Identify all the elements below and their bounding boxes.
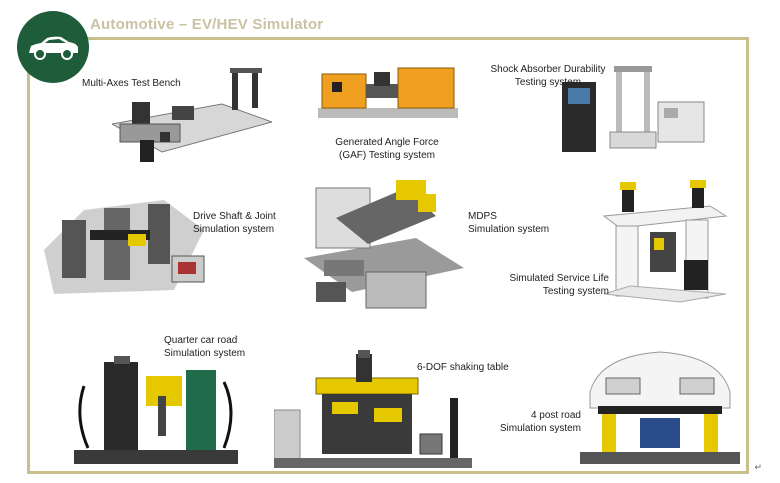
label-mdps-line1: MDPS — [468, 211, 497, 222]
label-gaf: Generated Angle Force (GAF) Testing syst… — [332, 136, 442, 162]
multi-axes-bench-image — [112, 68, 272, 162]
label-quarter-line2: Simulation system — [164, 348, 246, 359]
six-dof-image — [274, 350, 472, 468]
logo-badge — [17, 11, 89, 83]
label-service-line2: Testing system — [542, 286, 609, 297]
label-drive-shaft: Drive Shaft & Joint Simulation system — [193, 210, 276, 236]
service-life-image — [602, 180, 728, 303]
paragraph-mark: ↵ — [754, 462, 762, 472]
car-icon — [29, 36, 78, 60]
quarter-car-image — [74, 356, 238, 464]
label-quarter-car: Quarter car road Simulation system — [164, 334, 245, 360]
label-multi-axes: Multi-Axes Test Bench — [82, 78, 181, 89]
label-gaf-line1: Generated Angle Force — [335, 137, 439, 148]
label-four-post: 4 post road Simulation system — [484, 409, 581, 435]
label-mdps-line2: Simulation system — [468, 224, 550, 235]
label-post-line1: 4 post road — [530, 410, 581, 421]
label-drive-line1: Drive Shaft & Joint — [193, 211, 276, 222]
label-quarter-line1: Quarter car road — [164, 335, 238, 346]
label-gaf-line2: (GAF) Testing system — [339, 150, 435, 161]
label-shock-line2: Testing system — [514, 77, 582, 88]
page-title: Automotive – EV/HEV Simulator — [90, 16, 324, 33]
drive-shaft-image — [44, 200, 205, 294]
label-post-line2: Simulation system — [499, 423, 581, 434]
mdps-system-image — [304, 180, 464, 309]
label-shock-line1: Shock Absorber Durability — [490, 64, 606, 75]
label-service-life: Simulated Service Life Testing system — [486, 272, 610, 298]
label-mdps: MDPS Simulation system — [468, 210, 549, 236]
label-shock-absorber: Shock Absorber Durability Testing system — [488, 63, 608, 89]
shock-absorber-image — [562, 66, 705, 152]
gaf-system-image — [318, 67, 458, 118]
label-service-line1: Simulated Service Life — [509, 273, 610, 284]
label-six-dof: 6-DOF shaking table — [417, 362, 509, 373]
label-drive-line2: Simulation system — [193, 224, 275, 235]
four-post-image — [580, 351, 740, 464]
